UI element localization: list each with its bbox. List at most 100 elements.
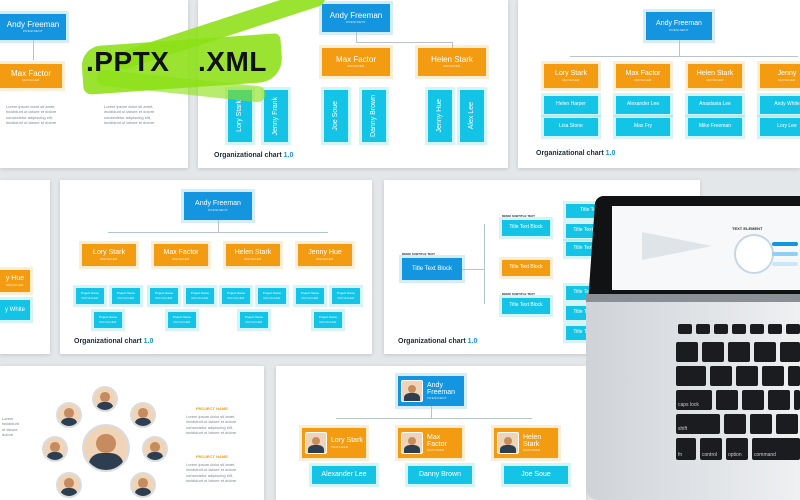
connector bbox=[336, 418, 532, 419]
slide-caption: Organizational chart 1.0 bbox=[536, 150, 615, 157]
paragraph-right: Lorem ipsum dolor sit amet, incididunt u… bbox=[186, 414, 262, 436]
staff-box: Danny Brown bbox=[408, 466, 472, 484]
staff-box: y White bbox=[0, 300, 30, 320]
text-line: incididunt ut labore et dolore bbox=[104, 120, 155, 126]
keyboard-key bbox=[794, 390, 800, 410]
manager-role: MANAGER bbox=[562, 77, 580, 82]
manager-role: MANAGER bbox=[778, 77, 796, 82]
project-label: Project Name bbox=[172, 315, 192, 320]
keyboard-key bbox=[716, 390, 738, 410]
avatar bbox=[56, 472, 82, 498]
key-label: caps lock bbox=[678, 402, 699, 408]
slide-thumbnail-8[interactable]: Andy Freeman PRESIDENT Lory Stark MANAGE… bbox=[276, 366, 586, 500]
head-first-name: Andy bbox=[427, 381, 443, 389]
keyboard-key bbox=[676, 366, 706, 386]
keyboard-key bbox=[786, 324, 800, 334]
keyboard-key bbox=[754, 342, 776, 362]
text-line: incididunt ut labore et dolore bbox=[186, 430, 237, 436]
slide-thumbnail-7[interactable]: Lorem incididunt ut labore dolore PROJEC… bbox=[0, 366, 264, 500]
head-name: Andy Freeman bbox=[656, 20, 702, 28]
key-label: option bbox=[728, 452, 742, 458]
laptop-hinge bbox=[586, 294, 800, 302]
project-label: Project Name bbox=[98, 315, 118, 320]
connector bbox=[108, 232, 328, 233]
keyboard-key bbox=[676, 342, 698, 362]
project-label: Project Name bbox=[336, 291, 356, 296]
screen-circle bbox=[734, 234, 774, 274]
staff-box: Alexander Lee bbox=[312, 466, 376, 484]
head-role: PRESIDENT bbox=[427, 396, 447, 401]
slide-thumbnail-5[interactable]: Andy Freeman PRESIDENT Lory Stark MANAGE… bbox=[60, 180, 372, 354]
key-label: command bbox=[754, 452, 776, 458]
paragraph-right: Lorem ipsum dolor sit amet, incididunt u… bbox=[186, 462, 262, 484]
project-sub: MANAGER bbox=[337, 295, 355, 300]
text-line: incididunt ut labore et dolore bbox=[104, 109, 155, 115]
text-line: consectetur adipiscing elit, bbox=[6, 114, 53, 120]
staff-name: Andy White bbox=[774, 101, 800, 108]
block-text: Title Text Block bbox=[573, 227, 607, 234]
connector bbox=[356, 42, 452, 43]
project-label: Project Name bbox=[226, 291, 246, 296]
manager-name: Max Factor bbox=[163, 249, 199, 257]
avatar bbox=[56, 402, 82, 428]
manager-name: Max Factor bbox=[335, 54, 376, 64]
keyboard-key bbox=[750, 324, 764, 334]
staff-name: Helen Harper bbox=[556, 101, 586, 108]
project-label: PROJECT NAME bbox=[196, 454, 228, 459]
block-text: Title Text Block bbox=[573, 245, 607, 252]
text-line: Lorem ipsum dolor sit amet, bbox=[186, 414, 236, 419]
shift-key: shift bbox=[676, 414, 720, 434]
manager-name: Helen Stark bbox=[234, 249, 272, 257]
keyboard-key bbox=[768, 324, 782, 334]
project-label: Project Name bbox=[116, 291, 136, 296]
head-role: PRESIDENT bbox=[346, 20, 366, 25]
staff-name: Mike Freeman bbox=[699, 123, 731, 130]
manager-name: Lory Stark bbox=[331, 437, 363, 445]
manager-role: MANAGER bbox=[706, 77, 724, 82]
caption-title: Organizational chart bbox=[74, 338, 142, 345]
manager-box: Lory Stark MANAGER bbox=[82, 244, 136, 266]
staff-box: Danny Brown bbox=[362, 90, 386, 142]
project-label: Project Name bbox=[318, 315, 338, 320]
keyboard-key bbox=[728, 342, 750, 362]
caption-version: 1.0 bbox=[467, 338, 478, 345]
block-label: DEMO SUBTITLE TEXT bbox=[402, 252, 435, 256]
control-key: control bbox=[700, 438, 722, 460]
text-line: ut labore bbox=[2, 426, 18, 432]
slide-thumbnail-4[interactable]: y Hue MANAGER y White bbox=[0, 180, 50, 354]
keyboard-key bbox=[678, 324, 692, 334]
slide-thumbnail-3[interactable]: Andy Freeman PRESIDENT Lory Stark MANAGE… bbox=[518, 0, 800, 168]
manager-name: Jenny Hue bbox=[308, 249, 342, 257]
block-text: Title Text Block bbox=[509, 224, 543, 231]
manager-role: MANAGER bbox=[331, 444, 349, 449]
staff-name: Alex Lee bbox=[468, 102, 476, 130]
manager-box: Helen Stark MANAGER bbox=[688, 64, 742, 88]
head-last-name: Freeman bbox=[427, 388, 456, 396]
block-text: Title Text bbox=[580, 207, 600, 214]
avatar-center bbox=[82, 424, 130, 472]
staff-box: Alexander Lee bbox=[616, 96, 670, 114]
pptx-badge: .PPTX bbox=[86, 46, 170, 77]
manager-box: Jenny Hue MANAGER bbox=[298, 244, 352, 266]
staff-name: Lory Lee bbox=[777, 123, 797, 130]
staff-name: Lory Stark bbox=[236, 100, 244, 132]
project-label: Project Name bbox=[190, 291, 210, 296]
manager-name: Lory Stark bbox=[93, 249, 125, 257]
slide-caption: Organizational chart 1.0 bbox=[74, 338, 153, 345]
paragraph-right: Lorem ipsum dolor sit amet, incididunt u… bbox=[104, 104, 174, 126]
connector bbox=[484, 224, 485, 304]
manager-first-name: Max bbox=[427, 433, 441, 441]
staff-box: Lisa Stone bbox=[544, 118, 598, 136]
manager-box: Helen Stark MANAGER bbox=[494, 428, 558, 458]
project-sub: MANAGER bbox=[263, 295, 281, 300]
keyboard-key bbox=[736, 366, 758, 386]
connector bbox=[452, 42, 453, 48]
text-line: incididunt ut labore et dolore bbox=[6, 120, 57, 126]
manager-name: Helen Stark bbox=[696, 70, 734, 78]
avatar bbox=[142, 436, 168, 462]
staff-box: Alex Lee bbox=[460, 90, 484, 142]
